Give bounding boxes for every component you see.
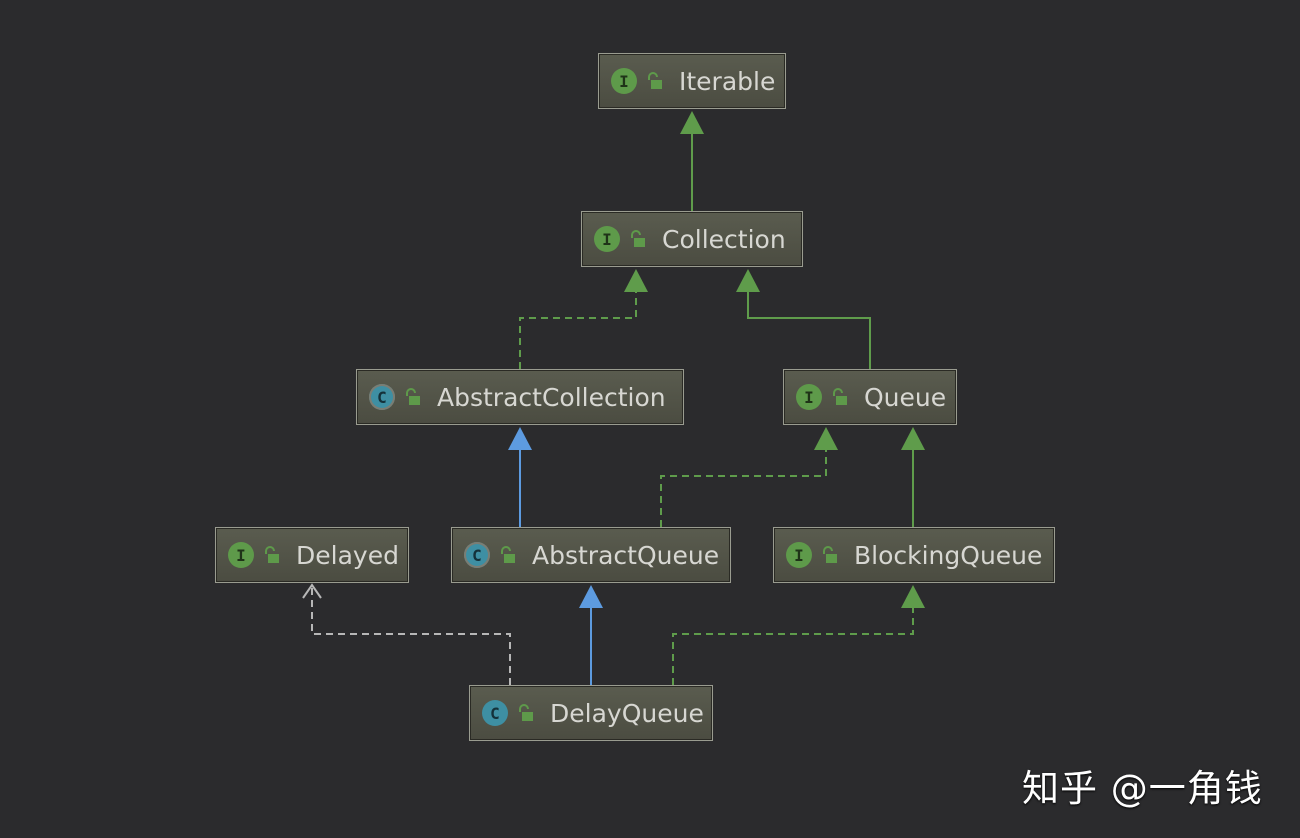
public-lock-icon — [822, 387, 864, 407]
interface-icon: I — [611, 68, 637, 94]
edge-queue-to-collection — [736, 269, 871, 369]
public-lock-icon — [395, 387, 437, 407]
interface-icon: I — [594, 226, 620, 252]
edge-line — [672, 607, 914, 685]
edges-layer — [302, 111, 925, 685]
edge-blockingqueue-to-queue — [901, 427, 925, 527]
class-node-label: Delayed — [296, 540, 399, 570]
class-node-delayqueue[interactable]: C DelayQueue — [469, 685, 713, 741]
class-node-label: BlockingQueue — [854, 540, 1043, 570]
public-lock-icon — [620, 229, 662, 249]
abstract-class-icon: C — [369, 384, 395, 410]
interface-icon: I — [786, 542, 812, 568]
class-node-label: Collection — [662, 224, 786, 254]
arrowhead-icon — [901, 585, 925, 608]
class-node-label: AbstractCollection — [437, 382, 666, 412]
arrowhead-icon — [624, 269, 648, 292]
public-lock-icon — [637, 71, 679, 91]
watermark: 知乎 @一角钱 — [1022, 767, 1263, 810]
class-node-blockingqueue[interactable]: I BlockingQueue — [773, 527, 1055, 583]
interface-icon: I — [228, 542, 254, 568]
class-node-iterable[interactable]: I Iterable — [598, 53, 786, 109]
class-node-abstractqueue[interactable]: C AbstractQueue — [451, 527, 731, 583]
public-lock-icon — [508, 703, 550, 723]
edge-line — [311, 587, 511, 685]
abstract-class-icon: C — [464, 542, 490, 568]
class-node-queue[interactable]: I Queue — [783, 369, 957, 425]
public-lock-icon — [254, 545, 296, 565]
edge-abstractqueue-to-abstractcollection — [508, 427, 532, 527]
class-node-label: AbstractQueue — [532, 540, 720, 570]
edge-line — [519, 291, 637, 369]
arrowhead-icon — [814, 427, 838, 450]
arrowhead-icon — [680, 111, 704, 134]
class-node-label: Iterable — [679, 66, 776, 96]
class-icon: C — [482, 700, 508, 726]
arrowhead-icon — [508, 427, 532, 450]
class-node-delayed[interactable]: I Delayed — [215, 527, 409, 583]
edge-line — [747, 291, 871, 369]
public-lock-icon — [812, 545, 854, 565]
class-node-label: DelayQueue — [550, 698, 704, 728]
arrowhead-icon — [901, 427, 925, 450]
edge-collection-to-iterable — [680, 111, 704, 211]
edge-delayqueue-to-blockingqueue — [672, 585, 925, 685]
class-node-label: Queue — [864, 382, 947, 412]
edge-delayqueue-to-delayed — [302, 583, 511, 685]
arrowhead-icon — [302, 583, 322, 599]
class-node-abstractcollection[interactable]: C AbstractCollection — [356, 369, 684, 425]
edge-abstractcollection-to-collection — [519, 269, 648, 369]
interface-icon: I — [796, 384, 822, 410]
public-lock-icon — [490, 545, 532, 565]
class-node-collection[interactable]: I Collection — [581, 211, 803, 267]
arrowhead-icon — [579, 585, 603, 608]
arrowhead-icon — [736, 269, 760, 292]
edge-line — [660, 449, 827, 527]
edge-abstractqueue-to-queue — [660, 427, 838, 527]
edge-delayqueue-to-abstractqueue — [579, 585, 603, 685]
